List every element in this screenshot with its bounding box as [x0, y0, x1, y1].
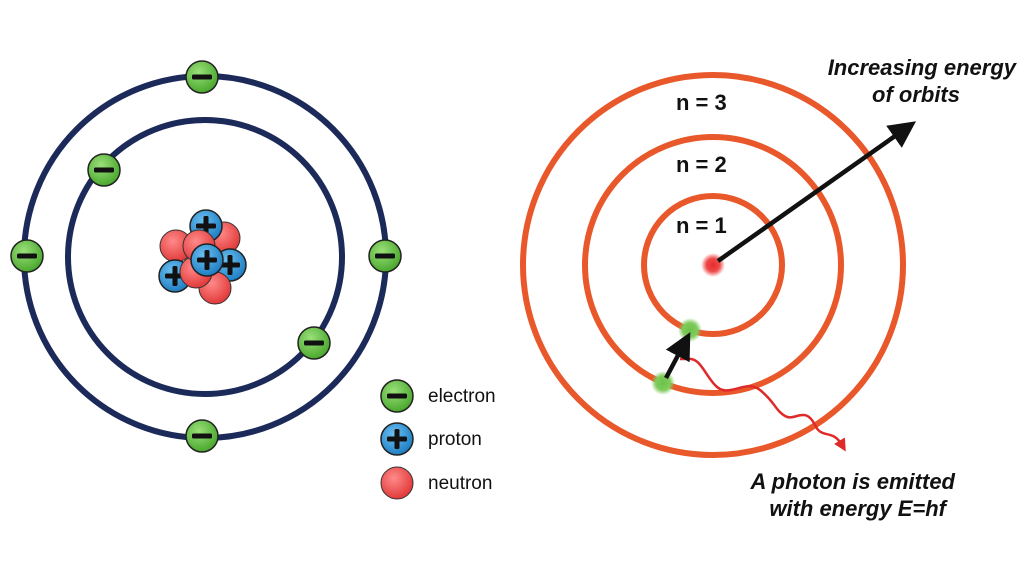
electron-n2-glow: [651, 371, 675, 395]
photon-label-1: A photon is emitted: [749, 469, 955, 494]
nucleus: [158, 209, 247, 305]
transition-arrow: [664, 332, 691, 380]
label-n3: n = 3: [676, 90, 727, 115]
legend-neutron: neutron: [428, 473, 492, 494]
label-n2: n = 2: [676, 152, 727, 177]
orbit-n1: [641, 193, 785, 337]
energy-arrow: [716, 121, 917, 263]
photon-label-2: with energy E=hf: [769, 496, 948, 521]
electron-icon: [10, 239, 44, 273]
orbit-n2: [582, 134, 844, 396]
orbit-n3: [520, 72, 906, 458]
electron-n1-glow: [678, 318, 702, 342]
proton-icon: [380, 422, 414, 456]
neutron-icon: [380, 466, 414, 500]
electron-icon: [185, 60, 219, 94]
electron-icon: [297, 326, 331, 360]
electron-icon: [185, 419, 219, 453]
electron-icon: [380, 379, 414, 413]
label-n1: n = 1: [676, 213, 727, 238]
energy-label-1: Increasing energy: [828, 55, 1018, 80]
energy-label-2: of orbits: [872, 82, 960, 107]
photon-wave: [680, 357, 846, 452]
legend-electron: electron: [428, 386, 496, 407]
electron-icon: [368, 239, 402, 273]
legend-proton: proton: [428, 429, 482, 450]
inner-orbit: [65, 117, 345, 397]
electron-icon: [87, 153, 121, 187]
legend: electron proton neutron: [380, 379, 496, 500]
